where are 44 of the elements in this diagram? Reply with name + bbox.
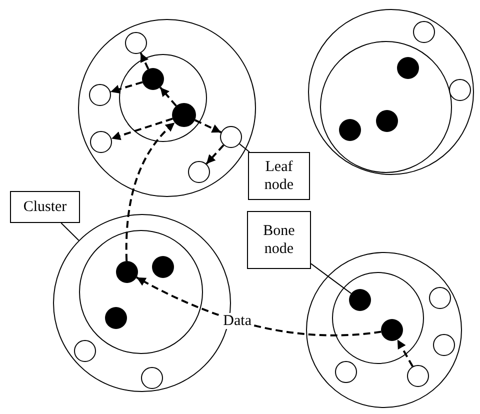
cluster-core [119,54,207,142]
dashed-arrow [140,52,150,70]
hollow-circle [433,334,455,356]
filled-dot [397,57,419,79]
cluster-core [332,272,424,364]
filled-dot [172,103,196,127]
cluster-core [320,41,452,173]
dashed-arrow [125,122,176,262]
hollow-circle [90,131,112,153]
leader-line [310,263,352,294]
dashed-arrow [111,118,173,140]
hollow-circle [89,84,111,106]
hollow-circle [449,79,471,101]
filled-dot [105,307,127,329]
hollow-circle [125,32,147,54]
dashed-arrow [136,276,382,336]
filled-dot [339,119,361,141]
hollow-circle [74,340,96,362]
hollow-circle [407,365,429,387]
filled-dot [376,110,398,132]
hollow-circle [141,367,163,389]
hollow-circle [429,287,451,309]
cluster-ring [306,252,462,408]
callout-box: Bone node [247,211,311,269]
dashed-arrow [159,86,177,107]
hollow-circle [188,161,210,183]
dashed-arrow [194,119,222,134]
cluster-ring [308,9,474,175]
filled-dot [142,68,164,90]
hollow-circle [413,21,435,43]
filled-dot [116,261,138,283]
filled-dot [152,256,174,278]
callout-box: Cluster [10,191,80,223]
dashed-arrow [206,144,224,165]
leader-line [239,143,250,152]
filled-dot [381,319,403,341]
callout-box: Leaf node [248,152,310,200]
hollow-circle [220,126,242,148]
edge-label: Data [222,312,252,329]
hollow-circle [335,361,357,383]
leader-line [60,222,80,241]
filled-dot [349,289,371,311]
dashed-arrow [396,339,414,367]
dashed-arrow [110,81,143,94]
